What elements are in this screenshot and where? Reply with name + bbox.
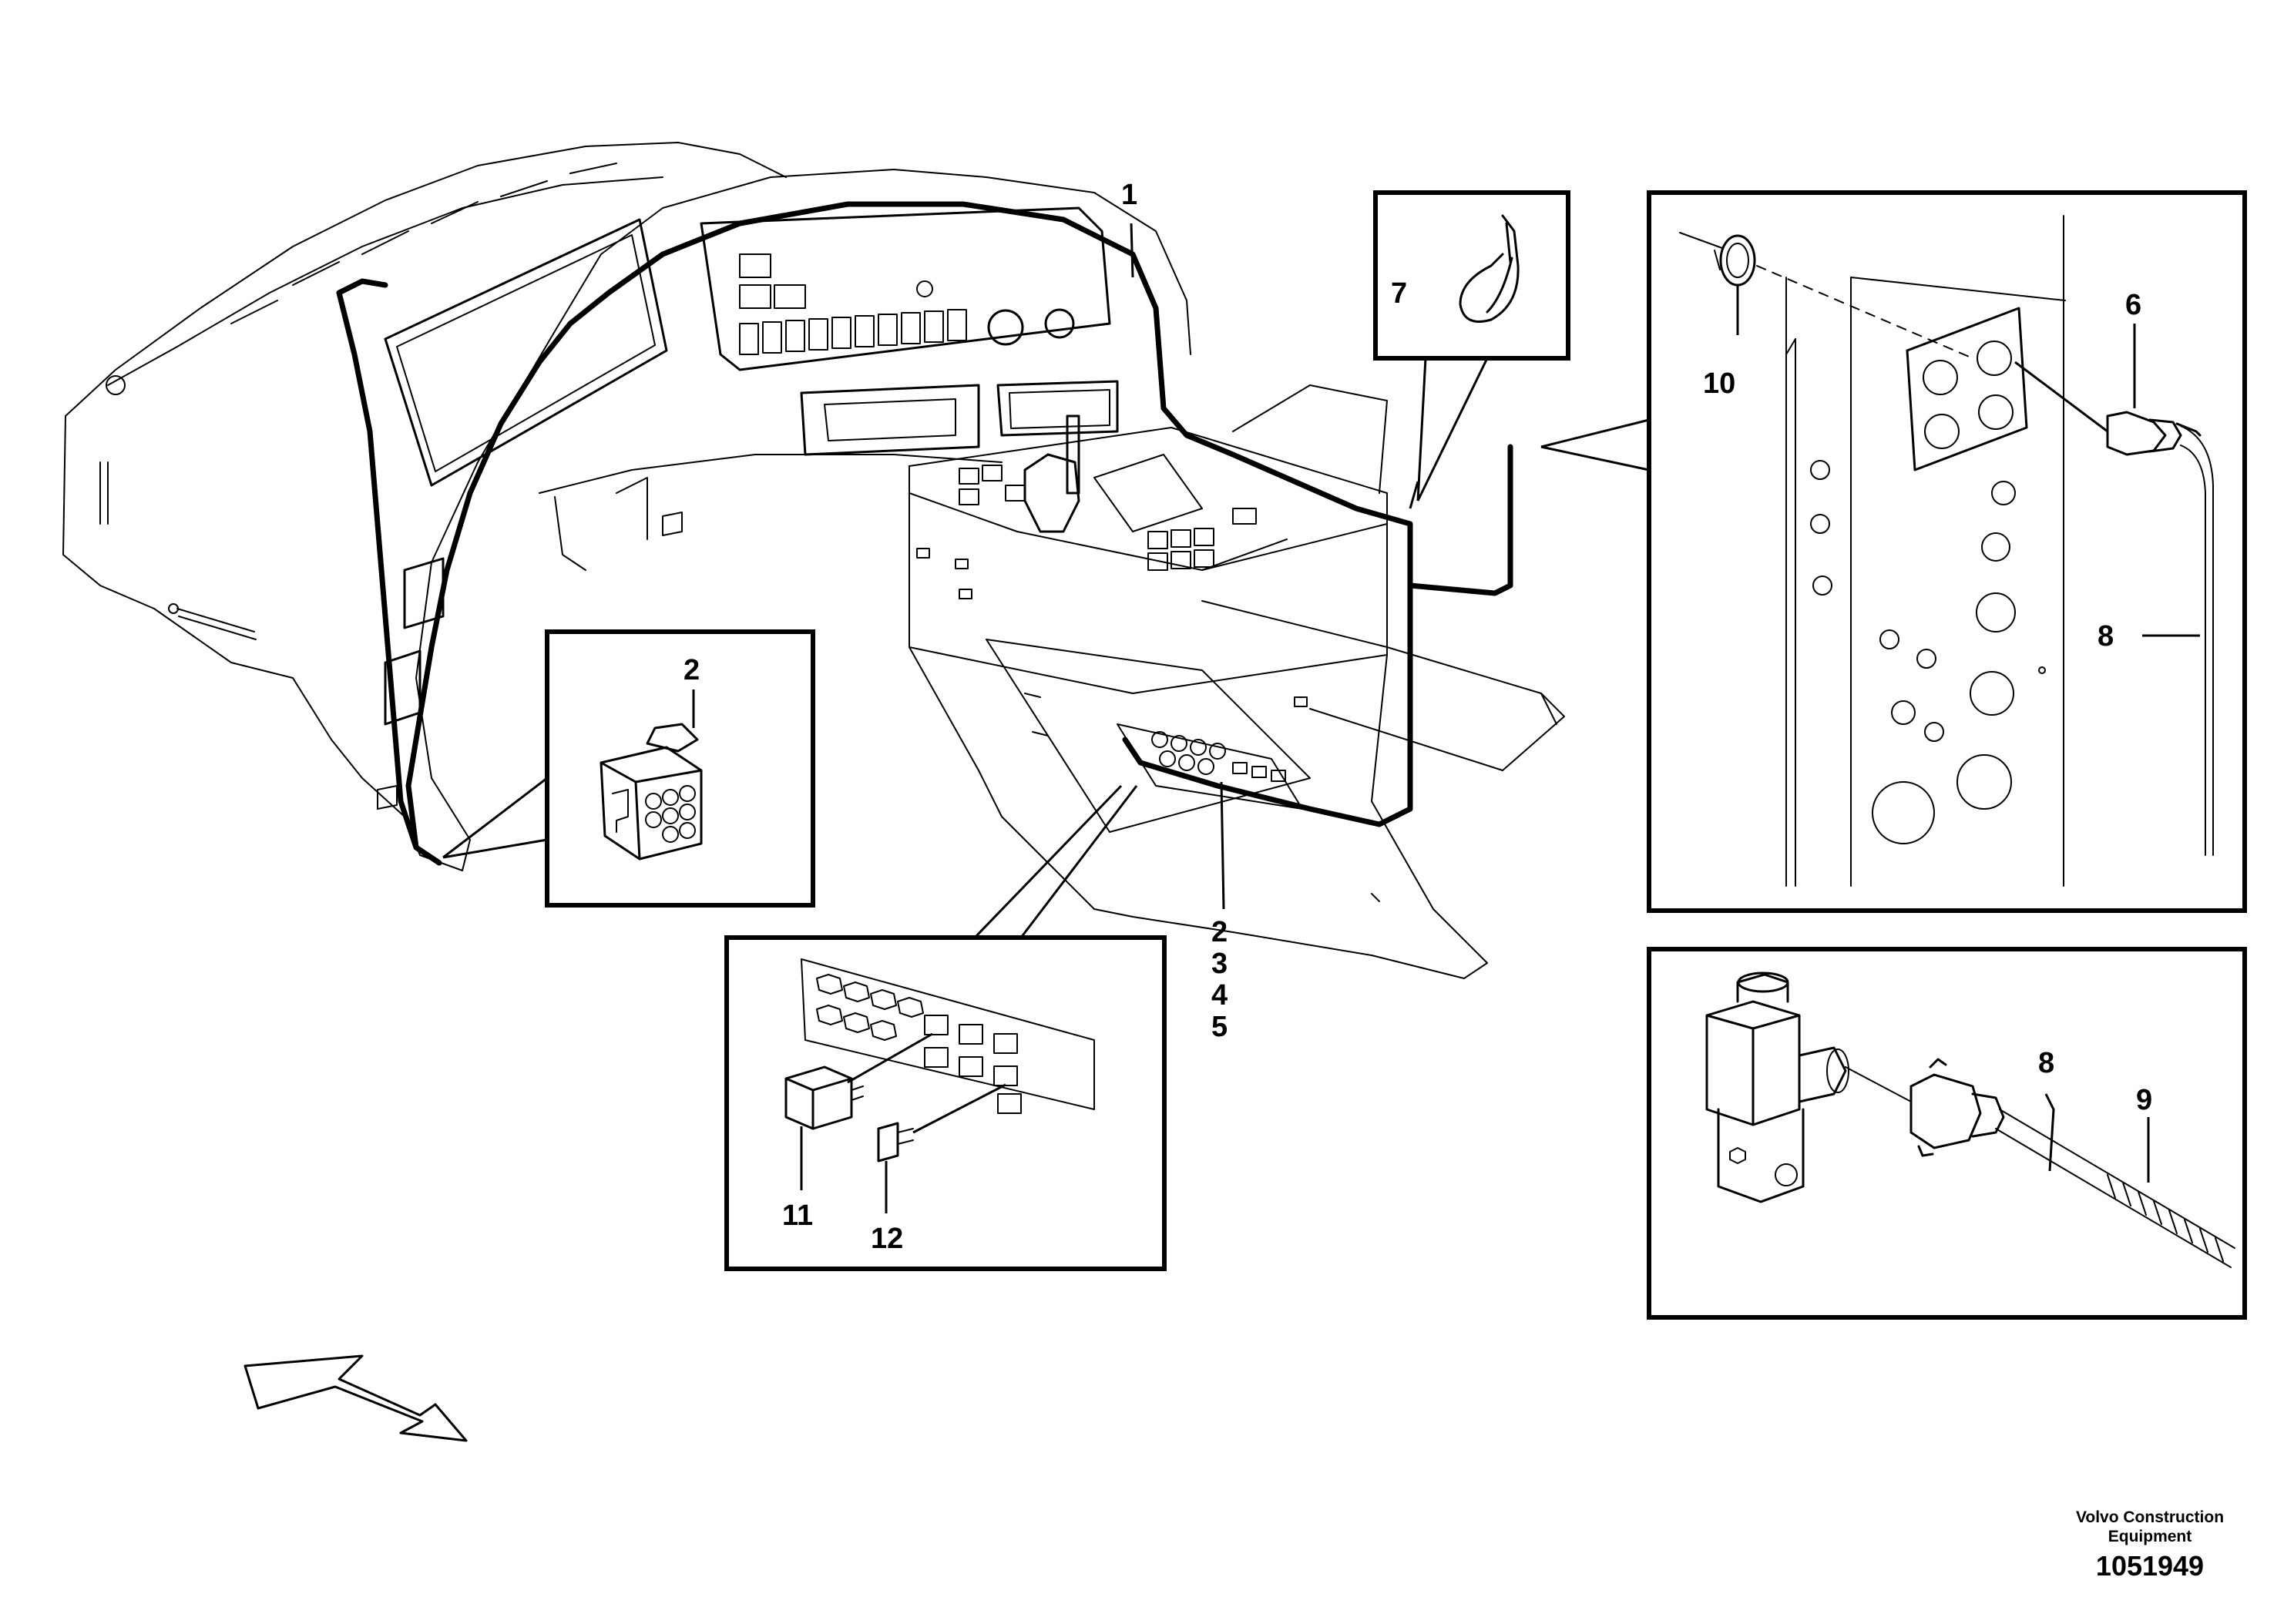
- dashboard-assembly: [62, 142, 1565, 979]
- bulkhead-panel: [1785, 215, 2066, 887]
- panel-holes: [1810, 460, 2046, 844]
- company-name-line1: Volvo Construction: [2075, 1508, 2225, 1526]
- detail-panel-valve-cable: [1647, 947, 2247, 1320]
- cable-inner: [1845, 1066, 1912, 1102]
- relay-board: [801, 958, 1095, 1114]
- callout-7: 7: [1391, 277, 1407, 310]
- callout-6: 6: [2125, 289, 2141, 321]
- square-sockets: [924, 1015, 1022, 1114]
- front-direction-arrow: [244, 1354, 468, 1442]
- callout-10: 10: [1703, 367, 1735, 400]
- detail-panel-relay-board: [724, 935, 1167, 1271]
- plug-connector: [2014, 324, 2202, 456]
- callout-labels: 1 2 3 4 5 2 6 7 8 8 9 10 11 12: [683, 179, 2152, 1255]
- callout-5: 5: [1211, 1011, 1228, 1043]
- cable-plug: [1909, 1058, 2005, 1157]
- cable-tie: [1459, 214, 1520, 323]
- figure-number: 1051949: [2095, 1550, 2205, 1582]
- fuse-part: [877, 1083, 1006, 1213]
- callout-1: 1: [1121, 179, 1137, 211]
- connector-housing: [600, 723, 703, 861]
- callout-12: 12: [871, 1223, 903, 1255]
- harness-outline: [405, 201, 1413, 866]
- octagonal-sockets: [816, 974, 924, 1041]
- warning-indicator-grid: [739, 253, 806, 309]
- callout-3: 3: [1211, 948, 1228, 980]
- callout-2-detail: 2: [683, 654, 700, 686]
- fuse-relay-sockets: [1151, 731, 1286, 782]
- callout-8-bottom: 8: [2038, 1047, 2054, 1079]
- relay-part: [784, 1032, 933, 1190]
- solenoid-valve: [1705, 971, 1849, 1203]
- cable-sheath: [1995, 1109, 2235, 1268]
- rocker-switch-row: [739, 309, 967, 355]
- callout-11: 11: [782, 1200, 813, 1232]
- detail-panel-bulkhead-connector: [1647, 190, 2247, 913]
- console-button-group: [959, 465, 1257, 571]
- cable: [2142, 425, 2214, 856]
- company-name-line2: Equipment: [2108, 1528, 2192, 1545]
- callout-4: 4: [1211, 979, 1228, 1012]
- detail-panel-connector: [545, 629, 815, 908]
- callout-9: 9: [2136, 1084, 2152, 1116]
- callout-2-main: 2: [1211, 916, 1228, 948]
- detail-panel-cable-tie: [1373, 190, 1570, 361]
- callout-8-top: 8: [2098, 620, 2114, 653]
